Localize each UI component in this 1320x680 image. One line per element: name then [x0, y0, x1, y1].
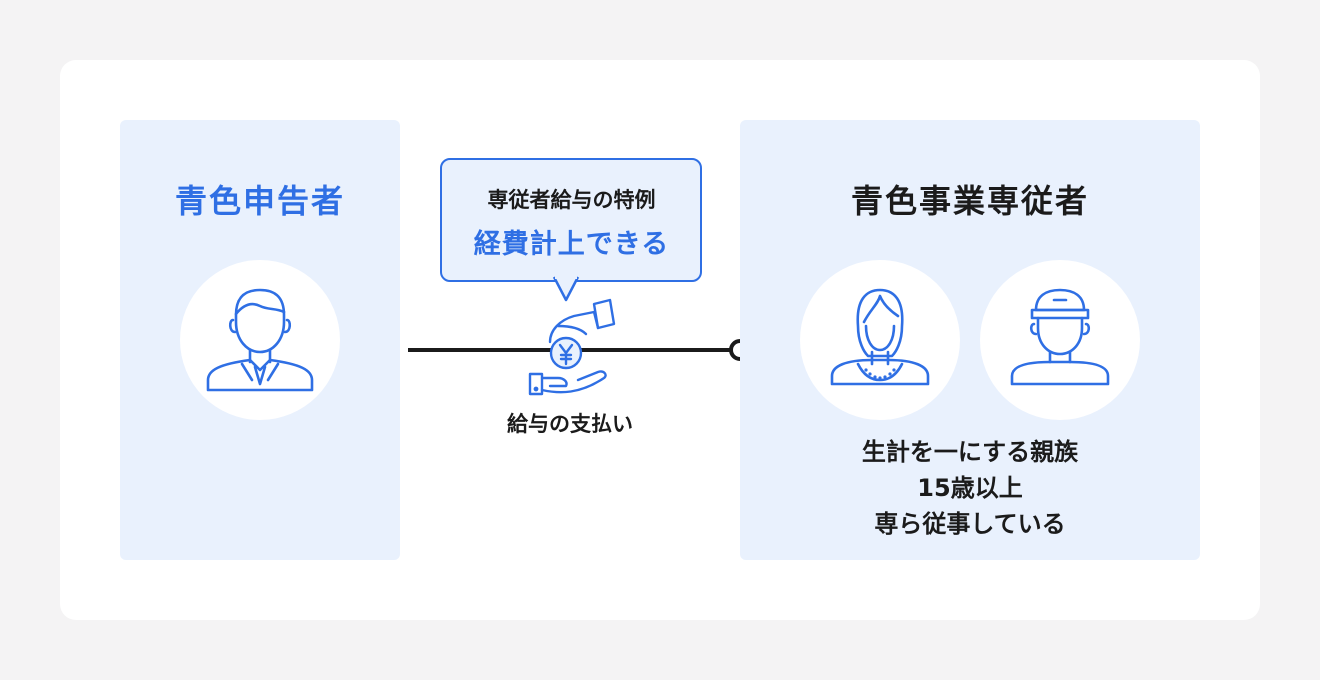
payment-connector [408, 298, 751, 396]
bubble-tail [552, 276, 580, 302]
yen-coin-hand-icon [528, 298, 616, 396]
full-time-family-employee-title: 青色事業専従者 [850, 182, 1089, 220]
bubble-headline: 経費計上できる [473, 229, 670, 260]
payment-label: 給与の支払い [507, 412, 633, 436]
condition-item: 生計を一にする親族 [861, 438, 1079, 466]
blue-filer-title: 青色申告者 [174, 182, 345, 220]
family-member-avatar-worker [980, 260, 1140, 420]
special-provision-bubble [440, 158, 702, 282]
family-member-avatar-woman [800, 260, 960, 420]
woman-icon [830, 288, 930, 386]
condition-item: 15歳以上 [917, 474, 1023, 502]
blue-filer-avatar [180, 260, 340, 420]
worker-cap-icon [1010, 288, 1110, 386]
condition-item: 専ら従事している [874, 510, 1066, 538]
employee-conditions: 生計を一にする親族 15歳以上 専ら従事している [740, 434, 1200, 542]
businessman-icon [206, 288, 314, 392]
bubble-subtitle: 専従者給与の特例 [487, 188, 656, 212]
